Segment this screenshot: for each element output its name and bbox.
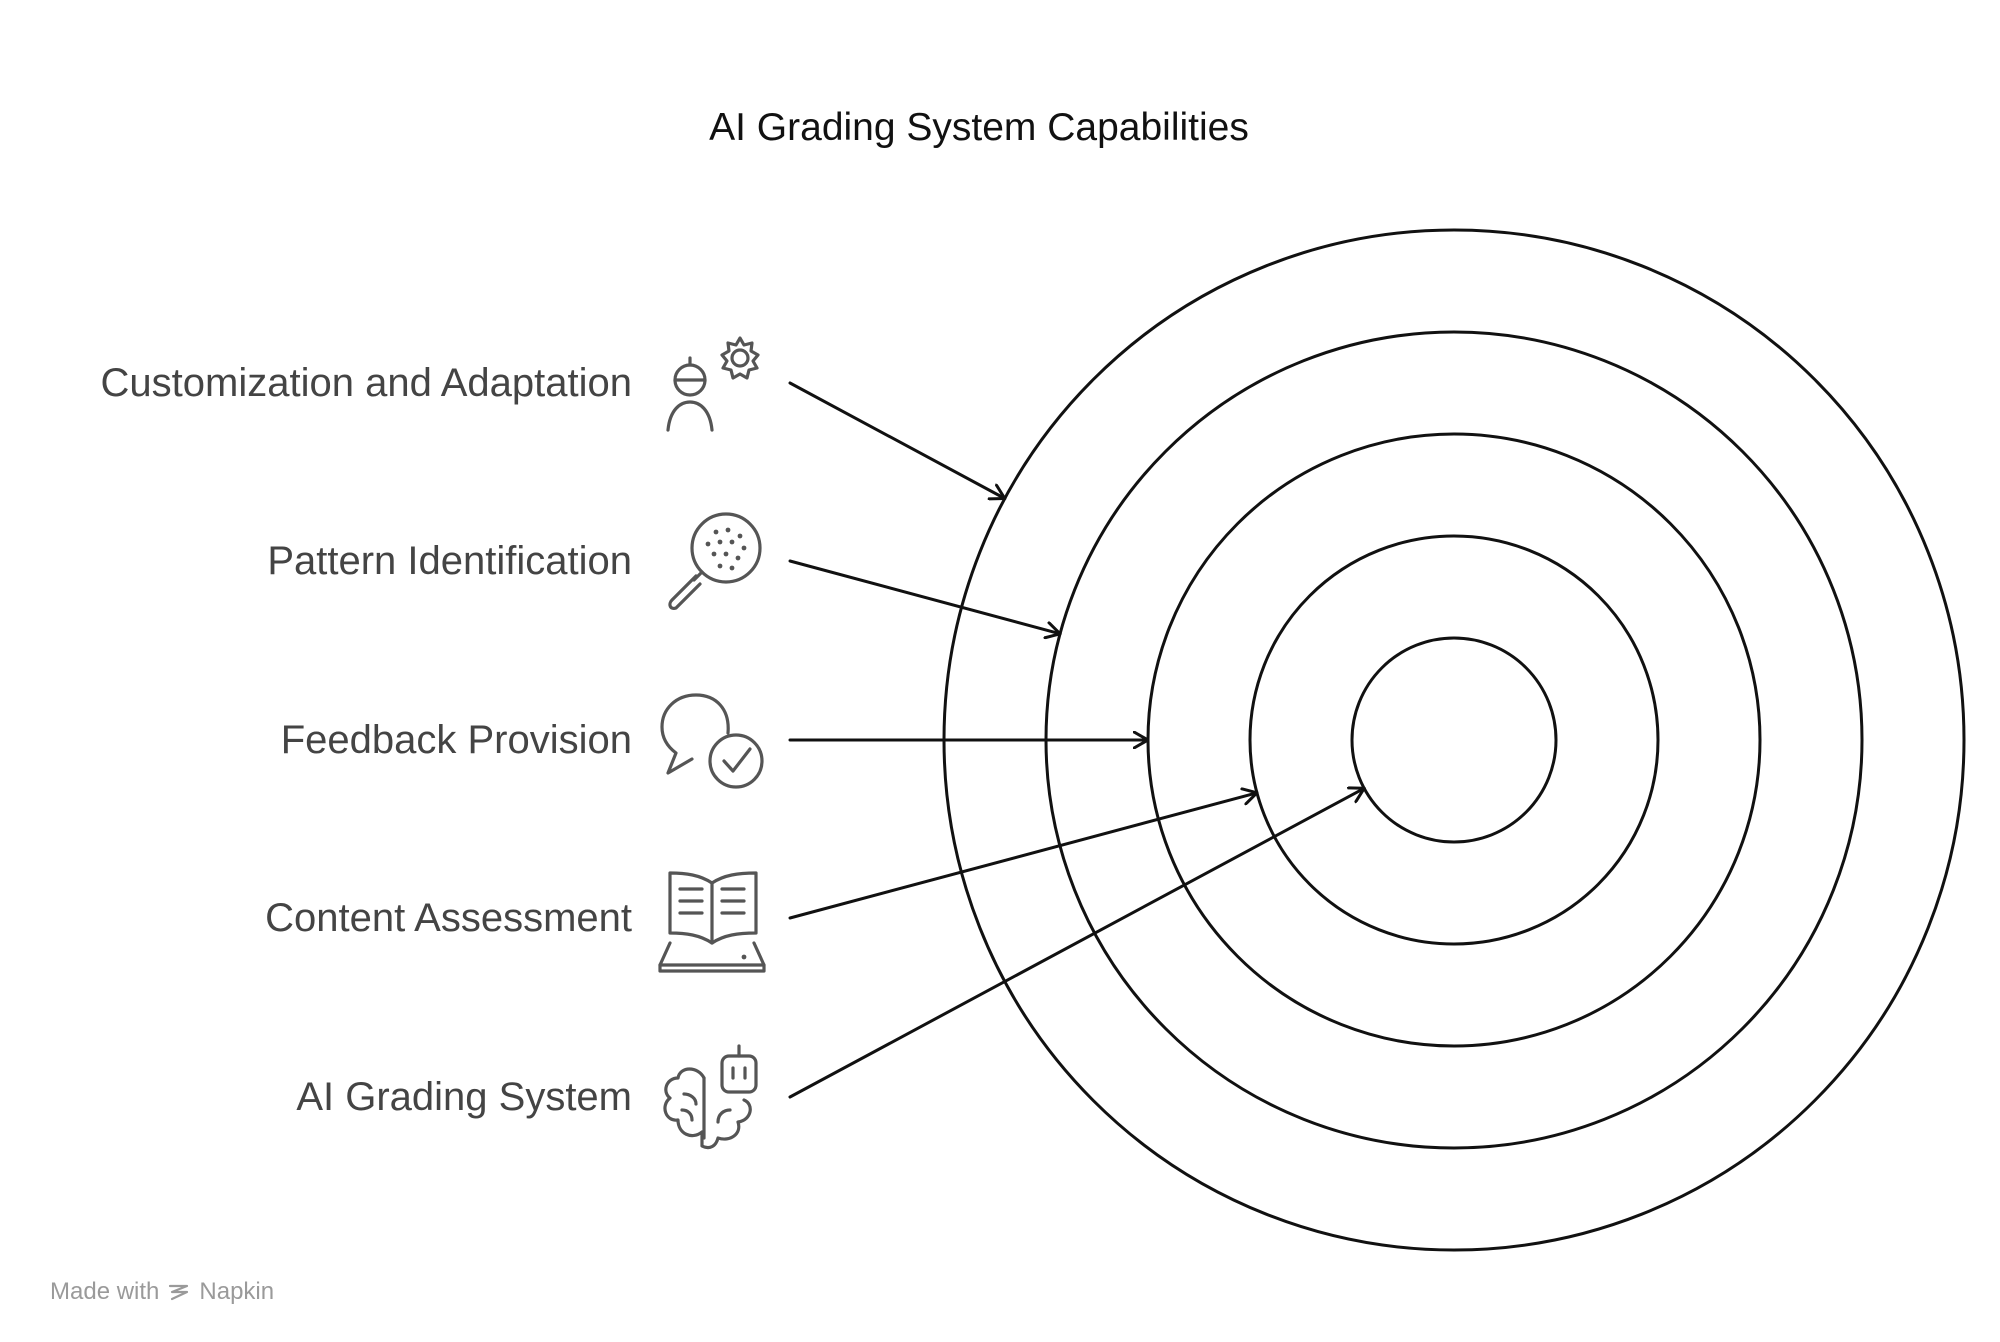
ring-core	[1350, 636, 1558, 844]
arrow-pattern	[788, 559, 1062, 634]
ring-2	[1248, 534, 1660, 946]
open-book-icon	[658, 871, 766, 973]
arrow-content	[788, 793, 1259, 920]
ring-3	[1146, 432, 1762, 1048]
item-label-customization: Customization and Adaptation	[100, 361, 632, 405]
item-label-content: Content Assessment	[265, 896, 632, 940]
watermark: Made with Napkin	[50, 1275, 274, 1309]
arrow-ai-grading	[788, 788, 1366, 1099]
arrow-customization	[788, 381, 1007, 499]
item-label-pattern: Pattern Identification	[267, 539, 632, 583]
ai-brain-robot-icon	[663, 1044, 758, 1150]
item-label-feedback: Feedback Provision	[280, 718, 632, 762]
diagram-title: AI Grading System Capabilities	[709, 106, 1249, 149]
item-label-ai-grading: AI Grading System	[296, 1075, 632, 1119]
magnifier-pattern-icon	[668, 512, 762, 610]
watermark-prefix: Made with	[50, 1278, 160, 1305]
engineer-gear-icon	[666, 336, 760, 432]
napkin-logo-icon	[169, 1284, 189, 1301]
ring-4	[1044, 330, 1864, 1150]
watermark-brand: Napkin	[199, 1278, 275, 1305]
speech-bubble-check-icon	[660, 693, 764, 789]
